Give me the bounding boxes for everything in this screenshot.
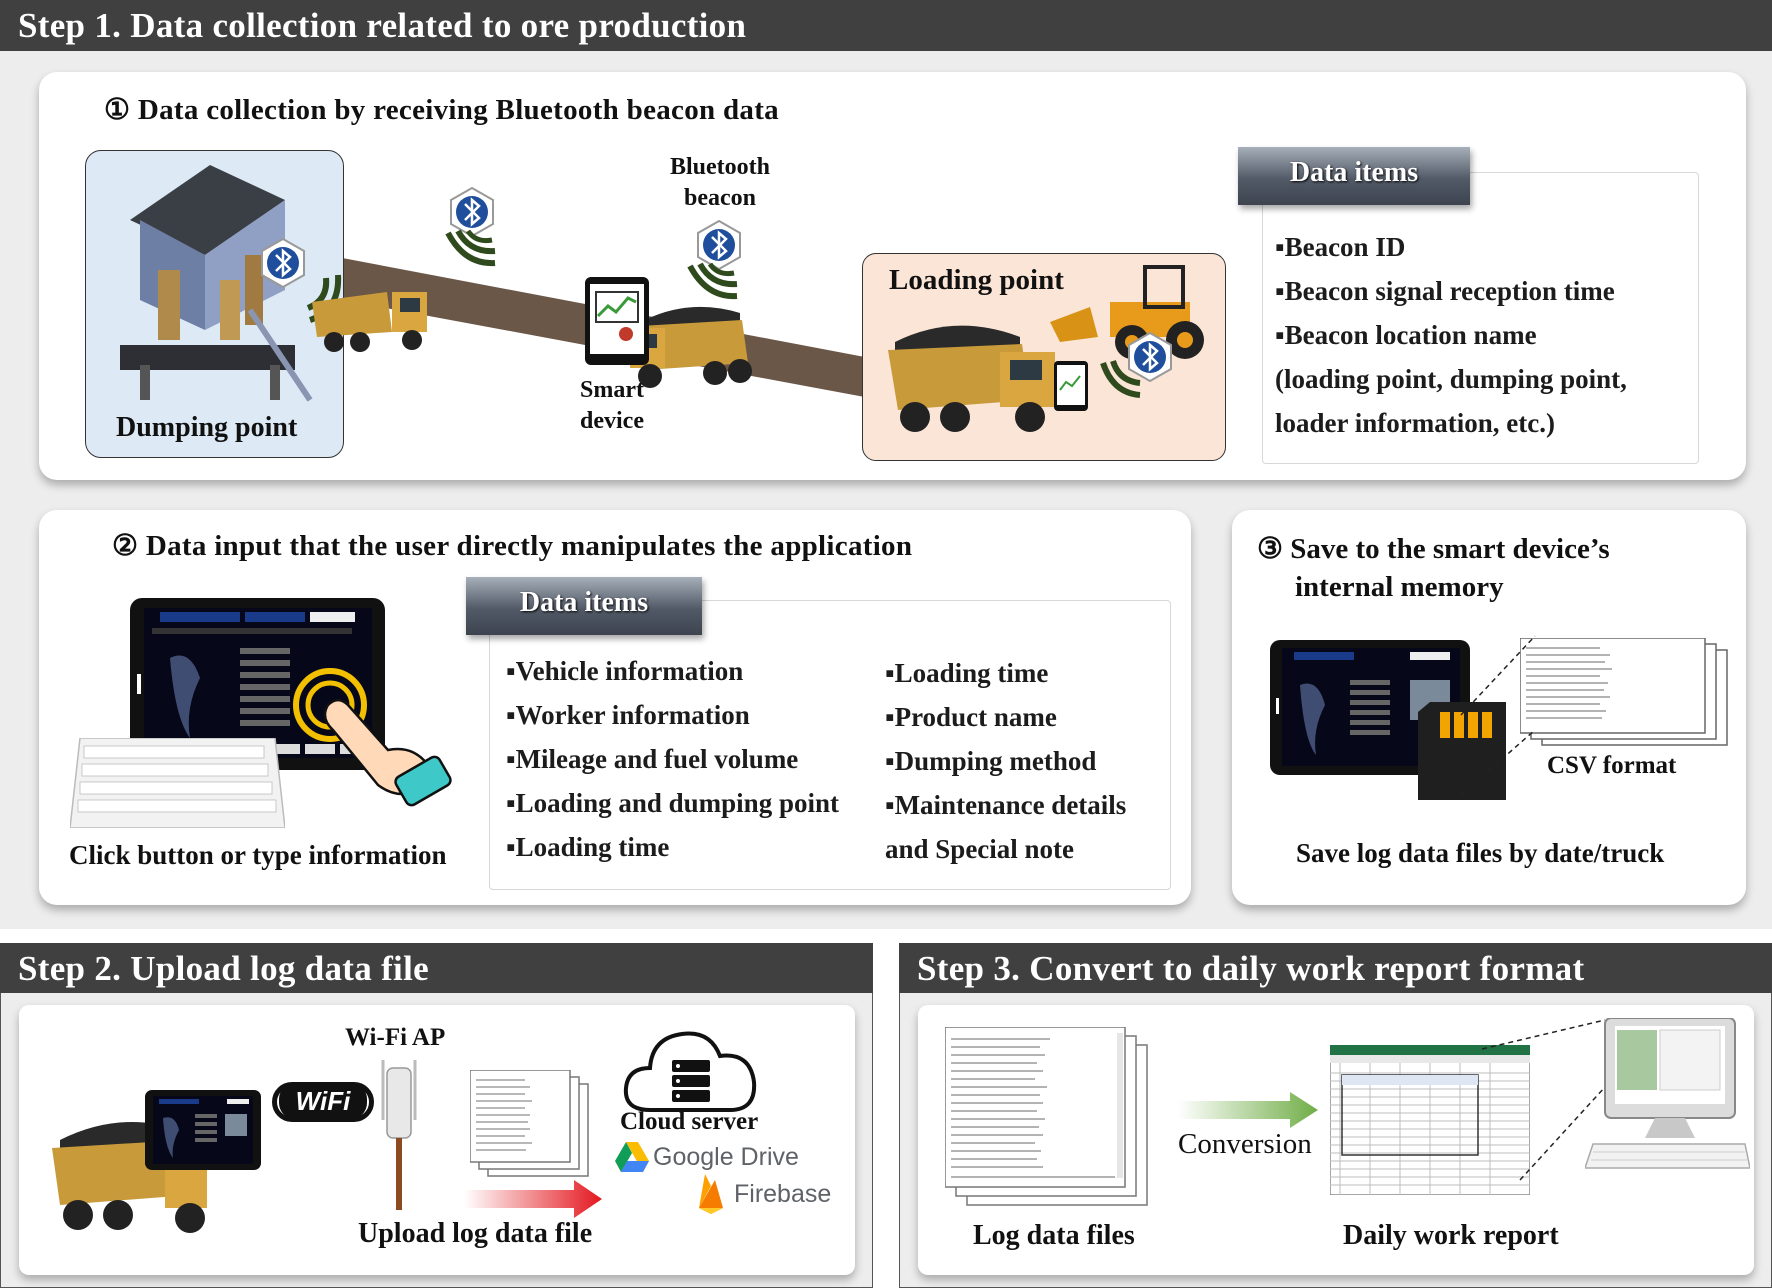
firebase-label: Firebase xyxy=(734,1180,832,1208)
connector-dashes xyxy=(1460,635,1536,796)
desktop-monitor-icon xyxy=(1585,1018,1750,1169)
data-item: ▪Loading time xyxy=(885,658,1049,688)
data-item: and Special note xyxy=(885,834,1075,864)
data-item: ▪Beacon signal reception time xyxy=(1275,276,1615,306)
upload-caption: Upload log data file xyxy=(358,1218,593,1249)
upload-arrow-icon xyxy=(464,1180,602,1218)
data-items-tab: Data items xyxy=(1238,147,1470,205)
data-items-tab: Data items xyxy=(466,577,702,635)
data-item: ▪Dumping method xyxy=(885,746,1097,776)
log-file-stack-icon xyxy=(470,1070,589,1177)
dump-truck-icon xyxy=(312,292,427,352)
data-item: ▪Mileage and fuel volume xyxy=(506,744,799,774)
google-drive-label: Google Drive xyxy=(653,1143,799,1171)
data-items-box xyxy=(489,600,1171,890)
tablet-device-icon xyxy=(585,277,649,365)
conversion-label: Conversion xyxy=(1178,1128,1312,1160)
panel1-title: ① Data collection by receiving Bluetooth… xyxy=(104,94,779,126)
loading-point-label: Loading point xyxy=(889,264,1064,296)
daily-work-report-caption: Daily work report xyxy=(1343,1220,1559,1251)
bluetooth-beacon-icon xyxy=(697,220,741,270)
spreadsheet-report-icon xyxy=(1330,1045,1530,1195)
dump-truck-icon xyxy=(888,325,1055,432)
crusher-plant-icon xyxy=(120,165,313,402)
bluetooth-beacon-icon xyxy=(261,238,305,288)
wifi-access-point-icon xyxy=(381,1060,417,1210)
signal-waves-icon xyxy=(1100,360,1141,398)
tablet-device-icon xyxy=(1054,361,1088,411)
data-items-box xyxy=(1262,172,1699,464)
data-item: ▪Worker information xyxy=(506,700,750,730)
log-file-stack-icon xyxy=(945,1027,1148,1206)
step1-header: Step 1. Data collection related to ore p… xyxy=(0,0,1772,51)
data-item: ▪Maintenance details xyxy=(885,790,1127,820)
panel2-caption: Click button or type information xyxy=(69,840,447,870)
signal-waves-icon xyxy=(687,262,738,300)
bluetooth-beacon-icon xyxy=(1128,332,1172,382)
panel2-title: ② Data input that the user directly mani… xyxy=(112,530,913,562)
step3-header: Step 3. Convert to daily work report for… xyxy=(899,943,1772,993)
csv-file-stack-icon xyxy=(1520,638,1728,746)
data-item: ▪Beacon ID xyxy=(1275,232,1406,262)
pointing-hand-icon xyxy=(323,698,452,807)
conversion-arrow-icon xyxy=(1178,1092,1318,1128)
csv-format-label: CSV format xyxy=(1547,752,1677,779)
signal-waves-icon xyxy=(445,229,496,267)
data-item: loader information, etc.) xyxy=(1275,408,1555,438)
keyboard-icon xyxy=(70,738,285,828)
data-item: ▪Beacon location name xyxy=(1275,320,1537,350)
wifi-logo-text: WiFi xyxy=(279,1083,367,1119)
connector-dashes xyxy=(1481,1019,1606,1181)
wifi-ap-label: Wi-Fi AP xyxy=(345,1024,446,1051)
dumping-point-label: Dumping point xyxy=(116,412,298,443)
panel3-title: ③ Save to the smart device’s internal me… xyxy=(1257,533,1610,603)
cloud-server-label: Cloud server xyxy=(620,1108,759,1135)
tablet-app-screen xyxy=(145,1090,261,1170)
data-item: ▪Loading time xyxy=(506,832,670,862)
bluetooth-beacon-icon xyxy=(450,187,494,237)
data-item: ▪Product name xyxy=(885,702,1057,732)
data-item: (loading point, dumping point, xyxy=(1275,364,1627,394)
google-drive-icon xyxy=(615,1142,649,1172)
firebase-icon xyxy=(699,1174,723,1214)
data-item: ▪Vehicle information xyxy=(506,656,744,686)
step2-header: Step 2. Upload log data file xyxy=(0,943,873,993)
panel3-caption: Save log data files by date/truck xyxy=(1296,838,1665,868)
cloud-server-icon xyxy=(623,1031,757,1112)
data-item: ▪Loading and dumping point xyxy=(506,788,839,818)
log-data-files-caption: Log data files xyxy=(973,1220,1135,1251)
